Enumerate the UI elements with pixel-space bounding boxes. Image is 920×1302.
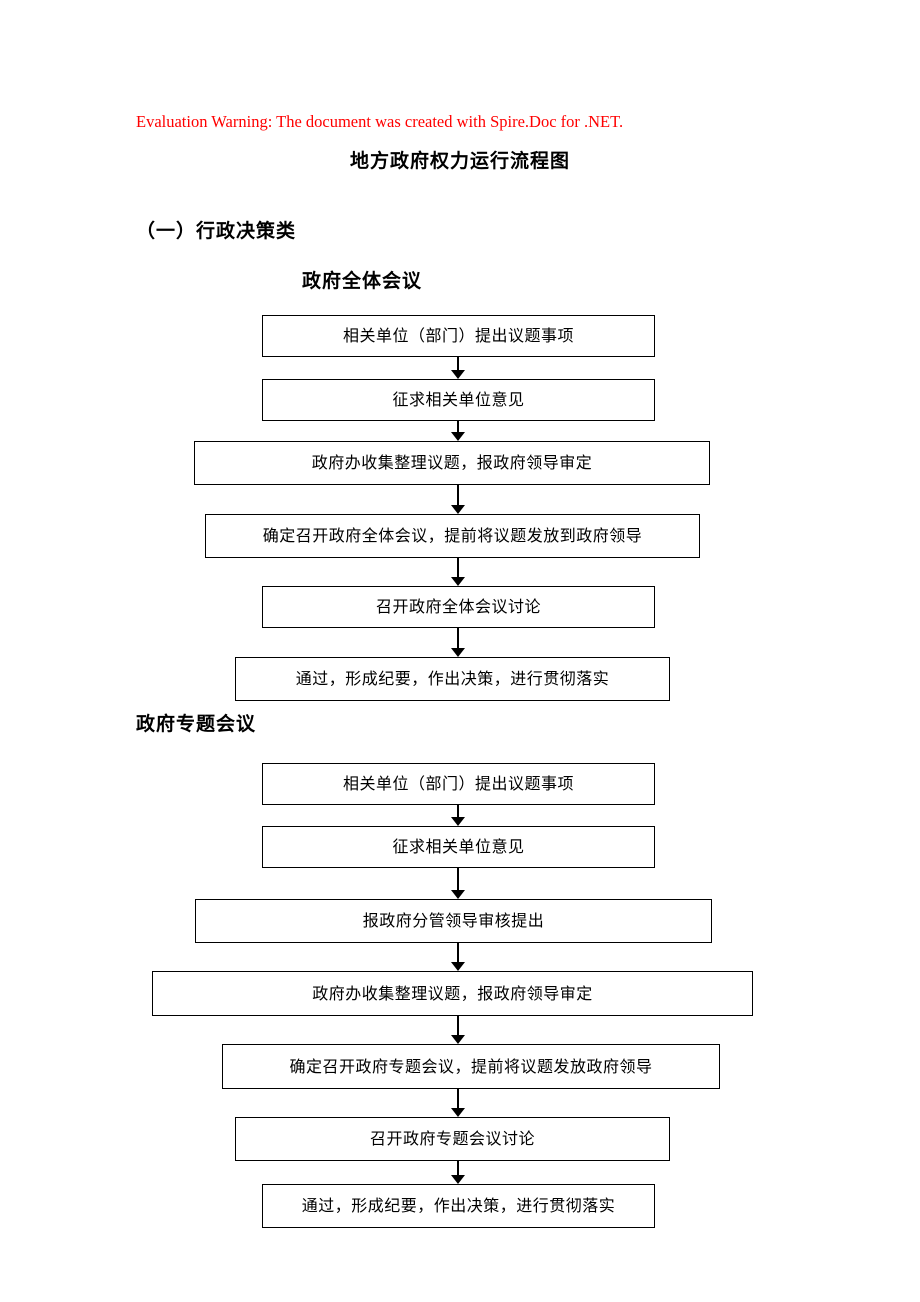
section-heading-administrative-decision: （一）行政决策类 xyxy=(136,220,297,242)
flowchart-1-arrow-4-5 xyxy=(450,558,466,586)
flowchart-2-node-3: 报政府分管领导审核提出 xyxy=(195,899,712,943)
flowchart-2-arrow-2-3 xyxy=(450,868,466,899)
flowchart-2-arrow-6-7 xyxy=(450,1161,466,1184)
flowchart-2-arrow-5-6 xyxy=(450,1089,466,1117)
flowchart-2-arrow-3-4 xyxy=(450,943,466,971)
flowchart-2-title: 政府专题会议 xyxy=(136,713,257,735)
flowchart-2-node-1: 相关单位（部门）提出议题事项 xyxy=(262,763,655,805)
flowchart-1-title: 政府全体会议 xyxy=(302,270,423,292)
flowchart-1-node-4: 确定召开政府全体会议，提前将议题发放到政府领导 xyxy=(205,514,700,558)
flowchart-1-arrow-1-2 xyxy=(450,357,466,379)
flowchart-1-arrow-3-4 xyxy=(450,485,466,514)
flowchart-2-node-7: 通过，形成纪要，作出决策，进行贯彻落实 xyxy=(262,1184,655,1228)
evaluation-warning-banner: Evaluation Warning: The document was cre… xyxy=(136,112,624,131)
flowchart-1-node-2: 征求相关单位意见 xyxy=(262,379,655,421)
flowchart-1-node-6: 通过，形成纪要，作出决策，进行贯彻落实 xyxy=(235,657,670,701)
flowchart-2-node-6: 召开政府专题会议讨论 xyxy=(235,1117,670,1161)
page-title: 地方政府权力运行流程图 xyxy=(349,150,570,172)
flowchart-2-arrow-1-2 xyxy=(450,805,466,826)
flowchart-1-arrow-5-6 xyxy=(450,628,466,657)
flowchart-1-node-5: 召开政府全体会议讨论 xyxy=(262,586,655,628)
flowchart-1-arrow-2-3 xyxy=(450,421,466,441)
flowchart-1-node-1: 相关单位（部门）提出议题事项 xyxy=(262,315,655,357)
flowchart-1-node-3: 政府办收集整理议题，报政府领导审定 xyxy=(194,441,710,485)
flowchart-2-node-4: 政府办收集整理议题，报政府领导审定 xyxy=(152,971,753,1016)
flowchart-2-node-5: 确定召开政府专题会议，提前将议题发放政府领导 xyxy=(222,1044,720,1089)
flowchart-2-node-2: 征求相关单位意见 xyxy=(262,826,655,868)
flowchart-2-arrow-4-5 xyxy=(450,1016,466,1044)
